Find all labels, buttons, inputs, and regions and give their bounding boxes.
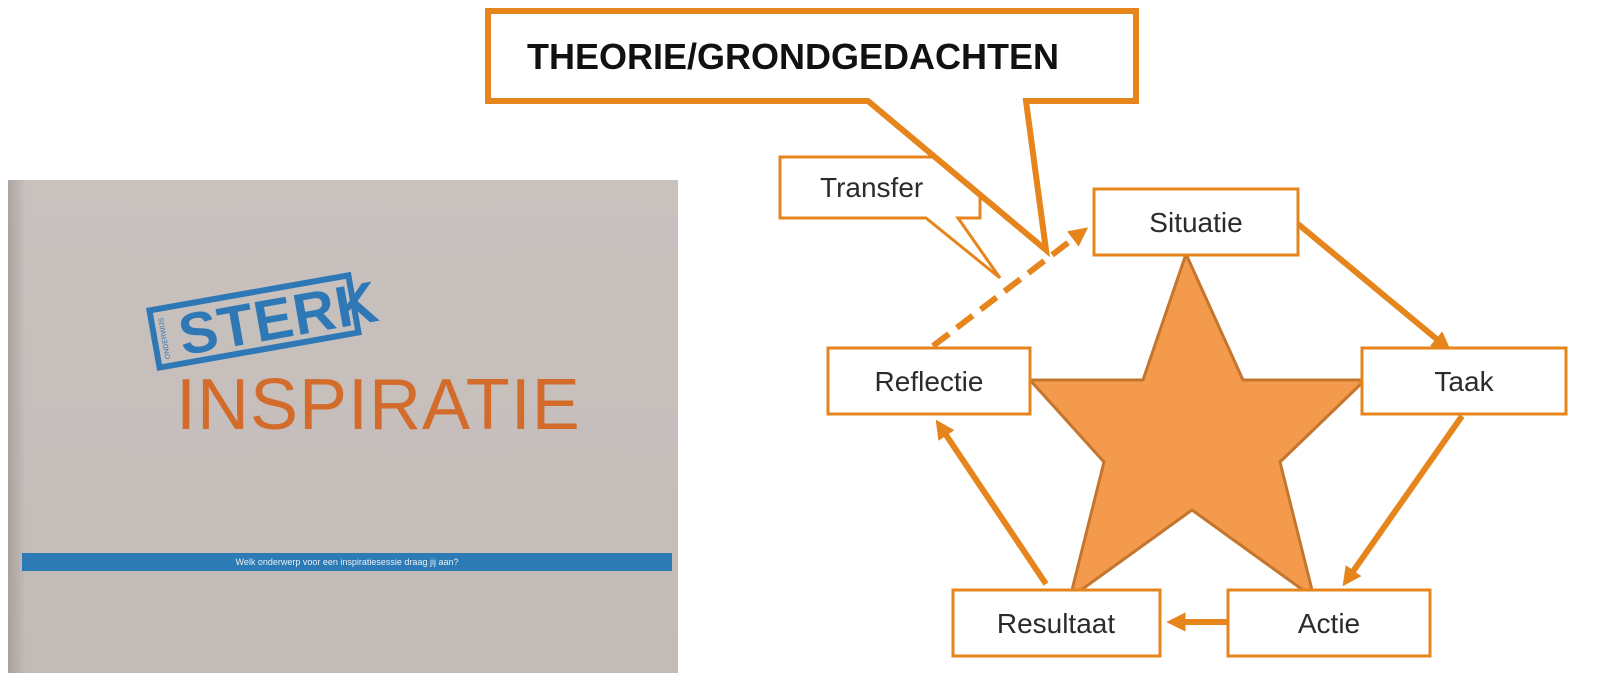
card-question-band: Welk onderwerp voor een inspiratiesessie… xyxy=(22,553,672,571)
transfer-label: Transfer xyxy=(820,172,923,203)
step-resultaat: Resultaat xyxy=(951,588,1162,658)
step-reflectie: Reflectie xyxy=(826,346,1032,416)
step-situatie: Situatie xyxy=(1092,187,1300,257)
card-edge-shadow xyxy=(8,180,26,673)
arrow-taak-actie xyxy=(1342,414,1465,587)
sterk-inspiratie-card: ONDERWIJS STERK INSPIRATIE Welk onderwer… xyxy=(8,180,678,673)
step-taak: Taak xyxy=(1360,346,1568,416)
arrow-situatie-taak xyxy=(1296,221,1451,351)
step-actie: Actie xyxy=(1226,588,1432,658)
star-shape xyxy=(1028,252,1367,600)
theory-label: THEORIE/GRONDGEDACHTEN xyxy=(527,36,1059,77)
reflectie-label: Reflectie xyxy=(875,366,984,397)
actie-label: Actie xyxy=(1298,608,1360,639)
cycle-arrows xyxy=(935,221,1465,632)
card-title: INSPIRATIE xyxy=(176,365,581,445)
resultaat-label: Resultaat xyxy=(997,608,1116,639)
arrow-reflectie-situatie-dashed xyxy=(931,227,1089,349)
taak-label: Taak xyxy=(1434,366,1494,397)
arrow-resultaat-reflectie xyxy=(935,419,1049,586)
theory-callout xyxy=(485,8,1139,258)
situatie-label: Situatie xyxy=(1149,207,1242,238)
